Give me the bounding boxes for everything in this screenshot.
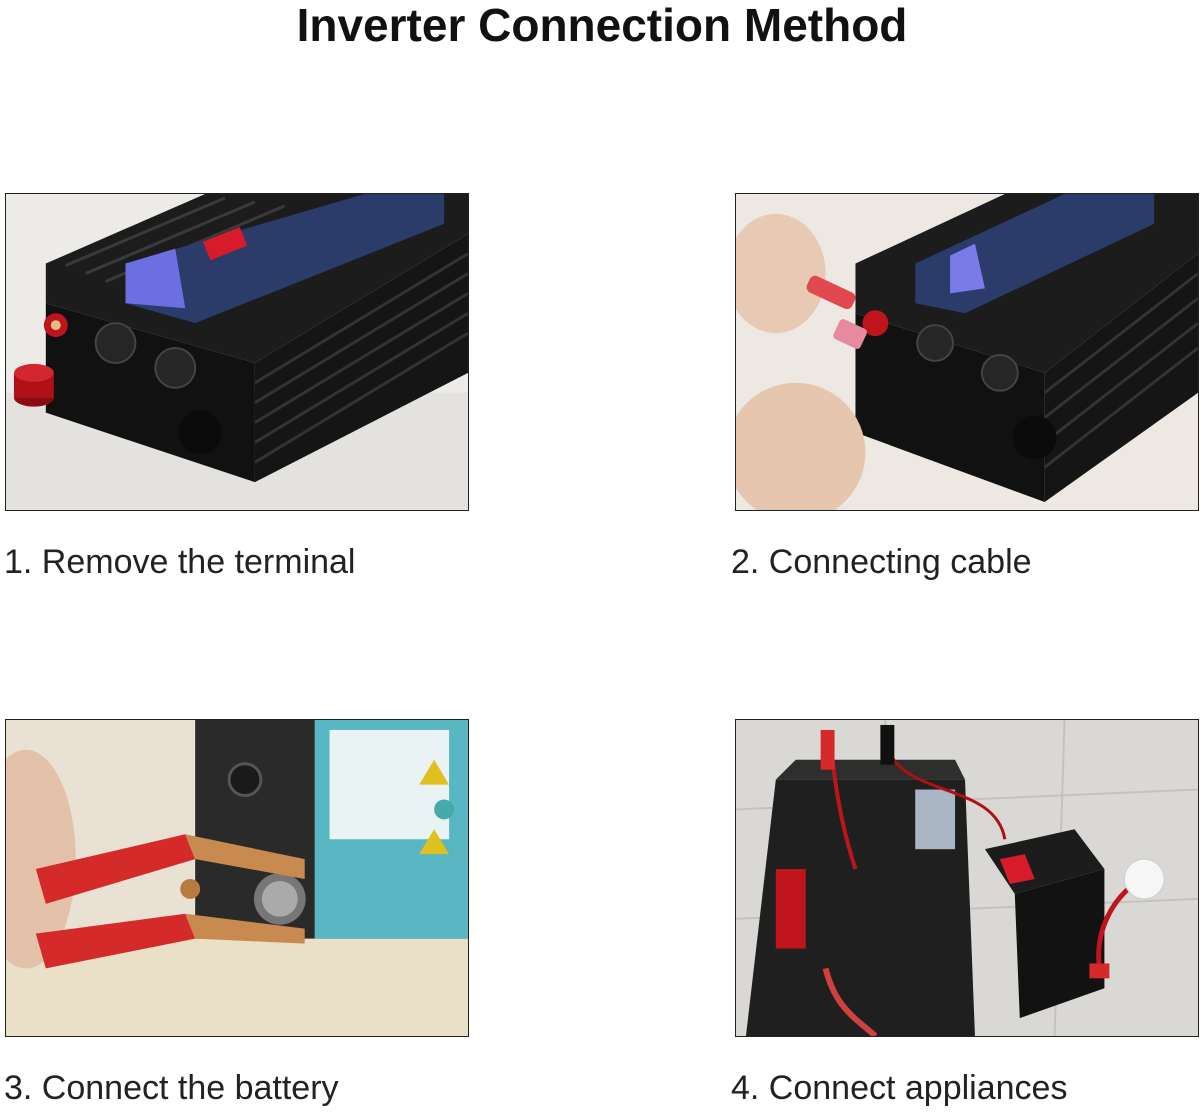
step-3-photo	[5, 719, 469, 1037]
step-2-photo	[735, 193, 1199, 511]
page-title: Inverter Connection Method	[296, 0, 908, 51]
step-1-photo	[5, 193, 469, 511]
step-3-caption: 3. Connect the battery	[4, 1069, 339, 1107]
step-2-caption: 2. Connecting cable	[731, 543, 1032, 581]
step-4-photo	[735, 719, 1199, 1037]
step-1-caption: 1. Remove the terminal	[4, 543, 356, 581]
step-4-caption: 4. Connect appliances	[731, 1069, 1068, 1107]
